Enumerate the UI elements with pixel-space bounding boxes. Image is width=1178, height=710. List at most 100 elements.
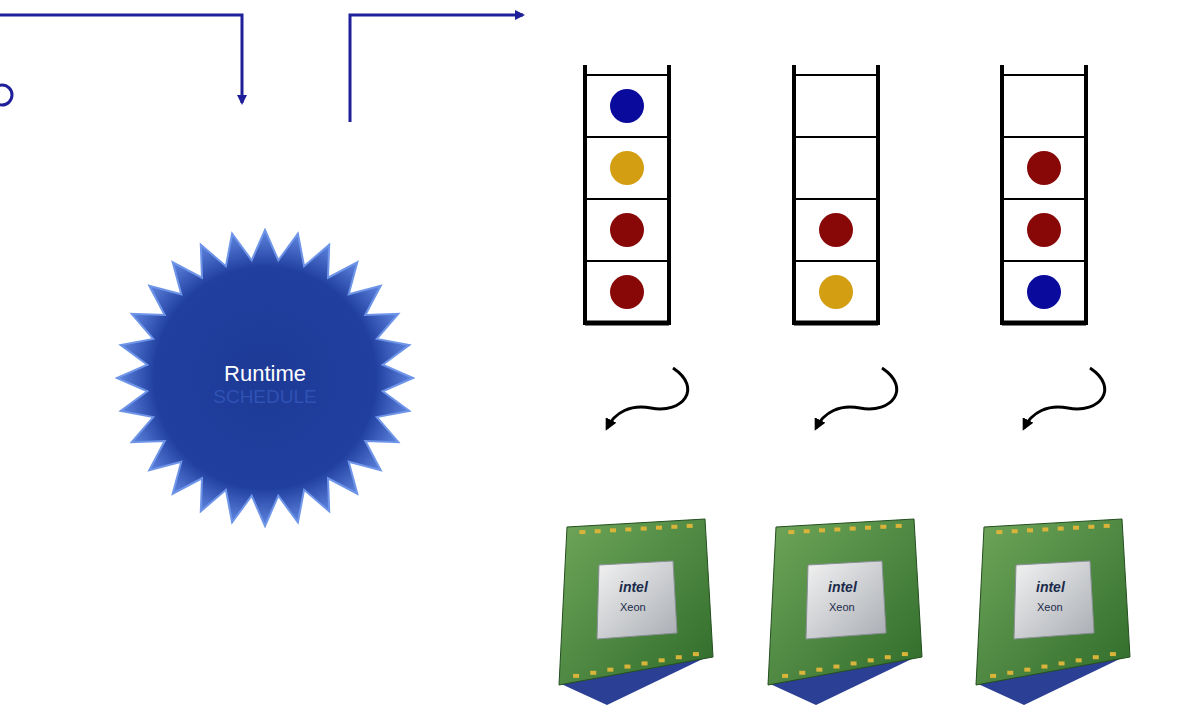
chip-pin: [671, 525, 677, 529]
chip-pin: [850, 527, 856, 531]
queue-slot-line: [794, 198, 878, 200]
chip-pin: [641, 527, 647, 531]
dispatch-arrows: [607, 368, 1105, 428]
cpu-chips: [559, 519, 1130, 705]
queue-slot-line: [794, 321, 878, 326]
chip-pin: [579, 530, 585, 534]
chip-model: Xeon: [620, 601, 646, 613]
queue-wall: [1084, 65, 1088, 325]
chip-pin: [1104, 524, 1110, 528]
cpu-chip: [768, 519, 922, 705]
chip-pin: [1041, 665, 1047, 669]
chip-pin: [1027, 528, 1033, 532]
chip-pin: [1007, 671, 1013, 675]
chip-pin: [610, 528, 616, 532]
chip-brand: intel: [1036, 579, 1065, 595]
queues: [585, 65, 1086, 325]
chip-board: [559, 519, 713, 685]
chip-pin: [782, 674, 788, 678]
chip-pin: [693, 652, 699, 656]
chip-pin: [990, 674, 996, 678]
chip-pin: [788, 530, 794, 534]
chip-pin: [1042, 527, 1048, 531]
chip-pin: [676, 655, 682, 659]
chip-pin: [885, 655, 891, 659]
runtime-starburst: RuntimeSCHEDULE: [115, 228, 415, 528]
chip-pin: [1012, 529, 1018, 533]
queue-slot-line: [1002, 260, 1086, 262]
task-dot: [819, 275, 853, 309]
chip-pin: [1059, 661, 1065, 665]
task-dot: [1027, 213, 1061, 247]
chip-pin: [687, 524, 693, 528]
queue-slot-line: [1002, 74, 1086, 76]
queue-wall: [792, 65, 796, 325]
cpu-chip: [559, 519, 713, 705]
queue-slot-line: [585, 321, 669, 326]
task-dot: [610, 213, 644, 247]
task-dot: [610, 89, 644, 123]
chip-model: Xeon: [829, 601, 855, 613]
chip-heatspreader: [597, 561, 677, 639]
queue-slot-line: [585, 260, 669, 262]
chip-pin: [902, 652, 908, 656]
chip-heatspreader: [1014, 561, 1094, 639]
chip-pin: [799, 671, 805, 675]
queue-wall: [876, 65, 880, 325]
out-arrow: [350, 15, 523, 122]
chip-pin: [896, 524, 902, 528]
task-dot: [1027, 151, 1061, 185]
chip-pin: [595, 529, 601, 533]
chip-brand: intel: [828, 579, 857, 595]
queue-slot-line: [1002, 136, 1086, 138]
chip-pin: [642, 661, 648, 665]
chip-pin: [1024, 668, 1030, 672]
chip-pin: [804, 529, 810, 533]
dispatch-arrow: [1024, 368, 1105, 428]
queue-slot-line: [585, 198, 669, 200]
chip-pin: [996, 530, 1002, 534]
queue-slot-line: [585, 136, 669, 138]
chip-pin: [624, 665, 630, 669]
chip-pin: [659, 658, 665, 662]
chip-pin: [1058, 527, 1064, 531]
dispatch-arrow: [607, 368, 688, 428]
chip-pin: [1093, 655, 1099, 659]
dispatch-arrow: [816, 368, 897, 428]
chip-pin: [656, 526, 662, 530]
chip-board: [976, 519, 1130, 685]
chip-pin: [607, 668, 613, 672]
task-dot: [1027, 275, 1061, 309]
chip-pin: [590, 671, 596, 675]
queue-wall: [583, 65, 587, 325]
partial-circle: [0, 85, 12, 105]
chip-pin: [573, 674, 579, 678]
queue-slot-line: [1002, 321, 1086, 326]
queue-slot-line: [585, 74, 669, 76]
chip-pin: [1110, 652, 1116, 656]
task-dot: [610, 275, 644, 309]
task-dot: [819, 213, 853, 247]
cpu-chip: [976, 519, 1130, 705]
chip-pin: [1073, 526, 1079, 530]
chip-heatspreader: [806, 561, 886, 639]
chip-pin: [1088, 525, 1094, 529]
queue-slot-line: [794, 136, 878, 138]
task-dot: [610, 151, 644, 185]
chip-pin: [834, 527, 840, 531]
chip-board: [768, 519, 922, 685]
in-arrow: [0, 15, 242, 103]
chip-pin: [816, 668, 822, 672]
chip-pin: [865, 526, 871, 530]
chip-pin: [868, 658, 874, 662]
chip-pin: [819, 528, 825, 532]
queue-slot-line: [794, 74, 878, 76]
chip-pin: [880, 525, 886, 529]
chip-pin: [851, 661, 857, 665]
chip-brand: intel: [619, 579, 648, 595]
chip-pin: [625, 527, 631, 531]
queue-slot-line: [794, 260, 878, 262]
faint-subtitle: SCHEDULE: [115, 386, 415, 408]
queue-wall: [667, 65, 671, 325]
chip-pin: [833, 665, 839, 669]
